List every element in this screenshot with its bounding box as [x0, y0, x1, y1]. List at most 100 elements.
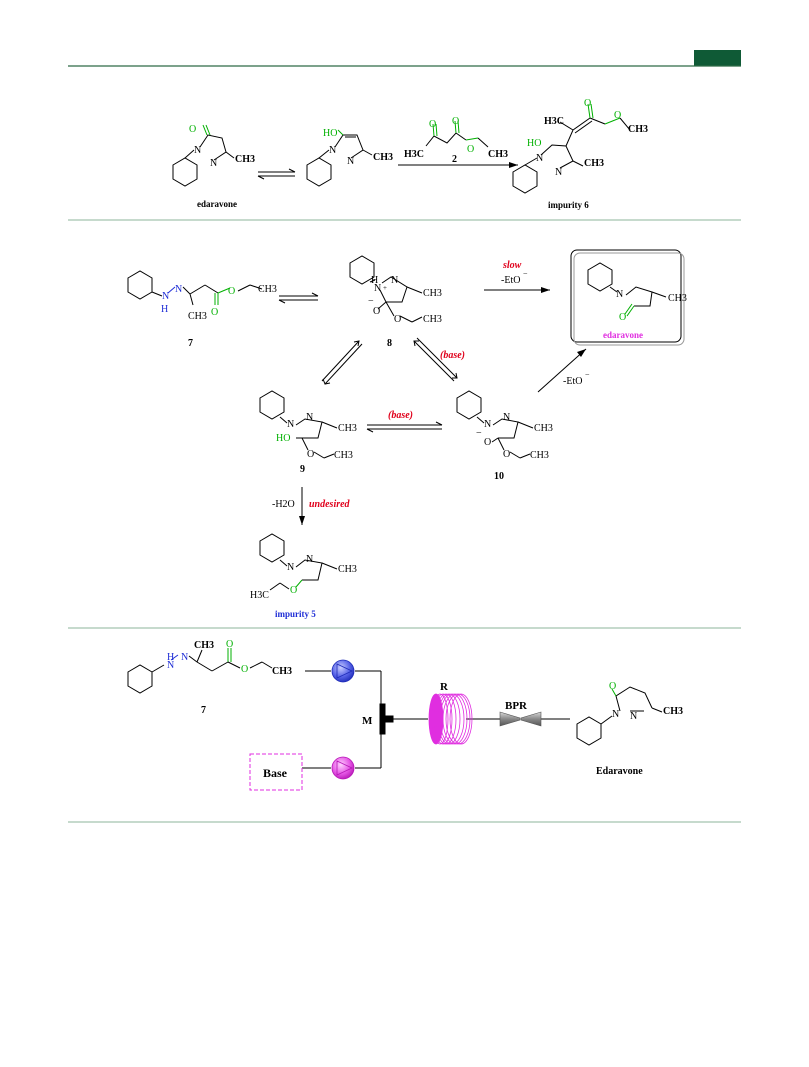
edaravone1-O: O [189, 124, 196, 135]
edaravone-box-shadow [573, 252, 685, 346]
edaravone1-N1: N [194, 145, 201, 156]
pump-top [331, 659, 355, 683]
ed2-CH3: CH3 [668, 293, 687, 304]
enol-CH3: CH3 [373, 152, 393, 163]
bpr-label: BPR [505, 700, 528, 712]
undesired-label: undesired [309, 499, 351, 510]
impurity6-CH3: CH3 [584, 158, 604, 169]
impurity6-HO: HO [527, 138, 541, 149]
reactor-label: R [440, 681, 449, 693]
enol-structure [306, 129, 373, 187]
c9-N2: N [306, 412, 313, 423]
impurity6-N2: N [555, 167, 562, 178]
reagent2-O3: O [467, 144, 474, 155]
c10-CH3: CH3 [534, 423, 553, 434]
c9-O: O [307, 449, 314, 460]
fe-N2: N [630, 711, 637, 722]
base-label-2: (base) [388, 410, 413, 421]
c10-minus: − [476, 428, 482, 439]
edaravone1-N2: N [210, 158, 217, 169]
compound8-structure [349, 255, 423, 323]
eto-minus-2: − [585, 370, 590, 379]
enol-HO: HO [323, 128, 337, 139]
c5-N2: N [306, 554, 313, 565]
eq-8-9-a [321, 340, 360, 382]
impurity6-structure [512, 103, 631, 194]
reagent2-CH3: CH3 [488, 149, 508, 160]
pump-bottom [331, 756, 355, 780]
eq-8-9-b [324, 343, 363, 385]
compound7-number: 7 [188, 338, 193, 349]
scheme1 [172, 103, 631, 194]
reagent2-O2: O [452, 116, 459, 127]
scheme2-labels: N N H CH3 O O CH3 7 H N + N CH3 − O O CH… [161, 260, 687, 619]
c8-CH3-ethyl: CH3 [423, 314, 442, 325]
c5-N1: N [287, 562, 294, 573]
eto-label-2: -EtO [563, 376, 582, 387]
f7-O2: O [241, 664, 248, 675]
reagent2-structure [425, 120, 489, 148]
mixer-label: M [362, 715, 373, 727]
scheme1-labels: O N N CH3 edaravone HO N N CH3 H3C O O O… [189, 98, 648, 210]
base-label: Base [263, 766, 288, 780]
f7-CH3: CH3 [194, 640, 214, 651]
f7-O1: O [226, 639, 233, 650]
reagent2-number: 2 [452, 154, 457, 165]
scheme3-labels: H N N CH3 O O CH3 7 M R BPR Base O N N C… [167, 639, 683, 780]
enol-N2: N [347, 156, 354, 167]
eq-8-10-a [413, 340, 455, 382]
impurity6-H3C: H3C [544, 116, 564, 127]
fe-O: O [609, 681, 616, 692]
mixer-tee-stem [382, 715, 394, 723]
flow-compound7-number: 7 [201, 705, 206, 716]
c8-N2: N [391, 275, 398, 286]
compound10-structure [456, 390, 534, 459]
c9-CH3: CH3 [338, 423, 357, 434]
f7-N2: N [181, 652, 188, 663]
fe-CH3: CH3 [663, 706, 683, 717]
c8-N-H: H [371, 275, 378, 286]
compound10-number: 10 [494, 471, 504, 482]
c5-O: O [290, 585, 297, 596]
reagent2-O1: O [429, 119, 436, 130]
fe-N1: N [612, 709, 619, 720]
c7-N2: N [175, 284, 182, 295]
reagent2-H3C: H3C [404, 149, 424, 160]
c8-plus: + [383, 284, 387, 292]
impurity6-N1: N [536, 153, 543, 164]
compound9-number: 9 [300, 464, 305, 475]
eq-8-10-b [416, 337, 458, 379]
c5-H3C: H3C [250, 590, 269, 601]
impurity6-O2: O [614, 110, 621, 121]
c8-CH3: CH3 [423, 288, 442, 299]
ed2-N: N [616, 289, 623, 300]
flow-edaravone-structure [576, 686, 663, 746]
c7-O2: O [228, 286, 235, 297]
edaravone-label-2: edaravone [603, 330, 643, 340]
impurity5-structure [259, 533, 338, 591]
c10-CH3-ethyl: CH3 [530, 450, 549, 461]
scheme2 [127, 249, 685, 591]
c9-CH3-ethyl: CH3 [334, 450, 353, 461]
c10-N1: N [484, 419, 491, 430]
edaravone-label-1: edaravone [197, 199, 237, 209]
flow-compound7-structure [127, 648, 273, 694]
impurity5-label: impurity 5 [275, 609, 316, 619]
edaravone-structure-2 [587, 262, 667, 317]
enol-N1: N [329, 145, 336, 156]
c8-O1: O [373, 306, 380, 317]
c9-N1: N [287, 419, 294, 430]
c10-N2: N [503, 412, 510, 423]
compound8-number: 8 [387, 338, 392, 349]
c9-HO: HO [276, 433, 290, 444]
c7-O1: O [211, 307, 218, 318]
compound9-structure [259, 390, 338, 459]
scheme3 [127, 648, 663, 769]
compound7-structure [127, 270, 263, 306]
f7-H: H [167, 652, 174, 663]
header-accent-block [694, 50, 741, 66]
eto-minus-1: − [523, 269, 528, 278]
impurity6-O1: O [584, 98, 591, 109]
